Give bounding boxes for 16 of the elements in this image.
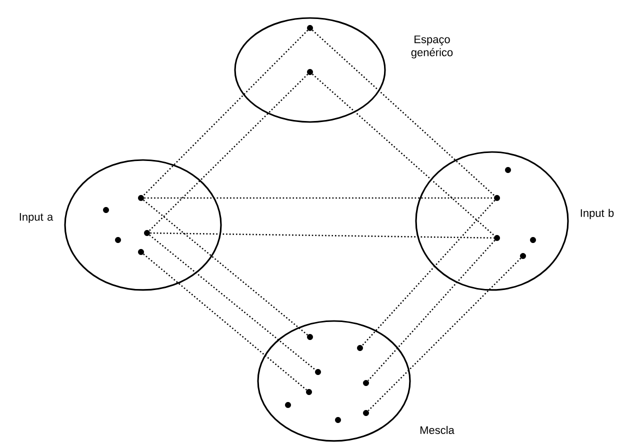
region-label: Input a <box>20 213 54 223</box>
dotted-line <box>362 200 496 346</box>
dotted-line <box>312 30 496 196</box>
dotted-line <box>142 30 308 196</box>
region-label: Mescla <box>420 426 454 434</box>
dotted-line <box>148 74 308 232</box>
region-label: Input b <box>580 208 614 220</box>
dotted-line <box>144 197 494 199</box>
region-label: Espaço genérico <box>411 36 453 58</box>
dotted-line <box>143 200 308 336</box>
dotted-line <box>143 254 307 390</box>
dotted-line <box>312 74 496 236</box>
dotted-line <box>149 234 316 370</box>
dotted-line <box>368 240 496 382</box>
dotted-line <box>150 232 494 239</box>
dotted-line <box>368 258 522 412</box>
